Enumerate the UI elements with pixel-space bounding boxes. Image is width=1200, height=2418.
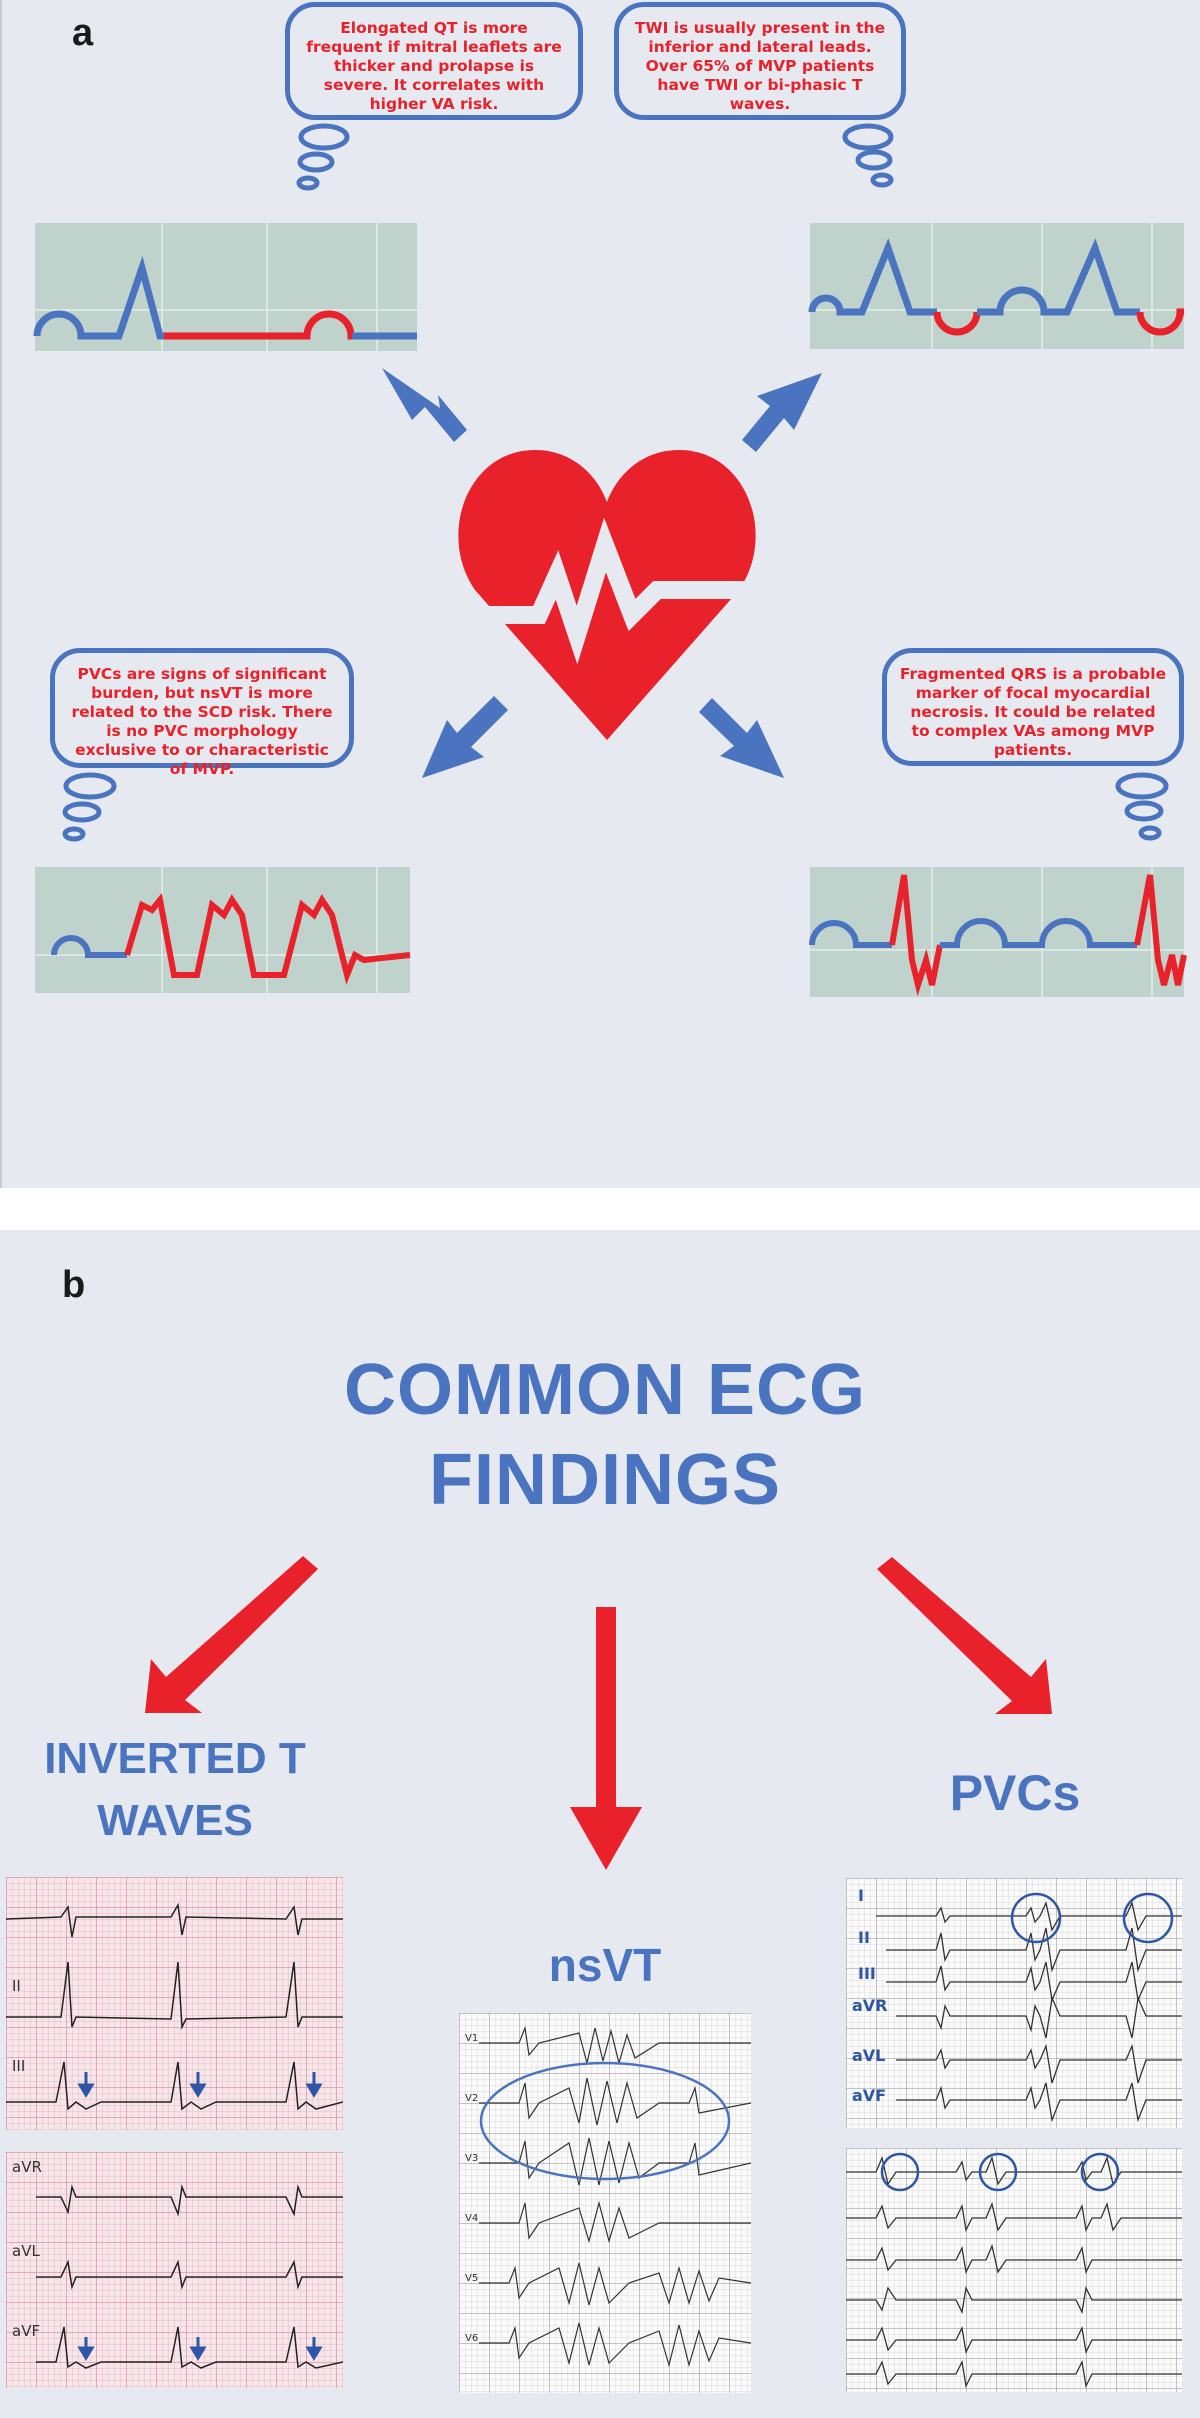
lead-label: II [858,1928,870,1947]
lead-label: V6 [465,2333,479,2344]
heart-pulse-icon [458,450,756,740]
label-pvcs: PVCs [949,1765,1081,1821]
lead-label: III [858,1964,876,1983]
lead-label: V1 [465,2033,479,2044]
lead-label: aVF [852,2086,887,2105]
lead-label: aVL [12,2242,40,2260]
lead-label: aVR [852,1996,888,2015]
lead-label: V5 [465,2273,479,2284]
lead-label: V3 [465,2153,479,2164]
panel-letter-a: a [72,12,94,54]
bubble-fragmented-qrs: Fragmented QRS is a probable marker of f… [882,648,1184,766]
lead-label: V2 [465,2093,479,2104]
lead-label: V4 [465,2213,479,2224]
ecg-strip-fqrs [810,867,1184,997]
lead-label: aVL [852,2046,886,2065]
ecg-image-pvc-bottom [846,2148,1182,2392]
panel-a: a Elongated QT is more frequent if mitra… [0,0,1200,1188]
lead-label: I [858,1886,864,1905]
bubble-pvc: PVCs are signs of significant burden, bu… [50,648,354,778]
panel-letter-b: b [62,1264,86,1306]
lead-label: aVR [12,2158,42,2176]
bubble-elongated-qt: Elongated QT is more frequent if mitral … [285,2,583,120]
label-inverted-t-waves: INVERTED T WAVES [44,1734,306,1845]
ecg-image-inverted-t-top: II III [6,1877,343,2130]
lead-label: aVF [12,2322,41,2340]
thought-bubble-icon [62,123,1169,842]
ecg-waveform-icon [33,223,1187,997]
bubble-twi: TWI is usually present in the inferior a… [614,2,906,120]
ecg-image-inverted-t-bottom: aVR aVL aVF [6,2152,343,2388]
common-ecg-findings-title: COMMON ECG FINDINGS [344,1350,866,1520]
ecg-image-pvc-top: I II III aVR aVL aVF [846,1878,1182,2128]
arrow-icon [382,368,822,778]
ecg-image-nsvt: V1 V2 V3 V4 V5 V6 [459,2013,751,2393]
label-nsvt: nsVT [548,1939,662,1991]
lead-label: III [12,2057,26,2075]
lead-label: II [12,1977,21,1995]
